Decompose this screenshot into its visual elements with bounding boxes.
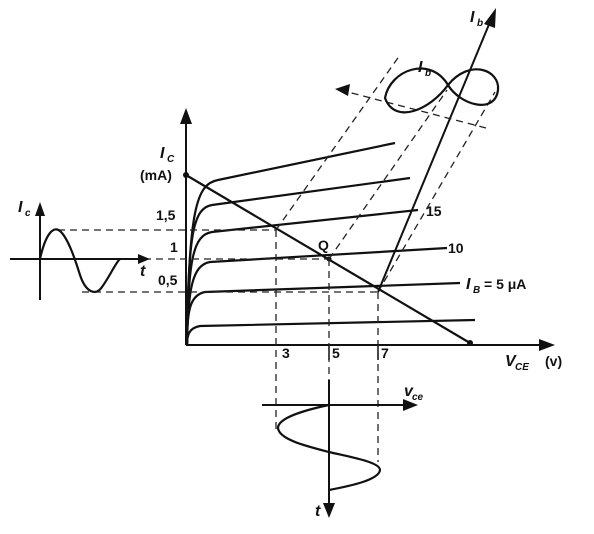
input-axis-arrow [484,8,496,28]
input-axis [377,21,491,293]
ib-waveform-arrow [335,84,350,96]
ic-waveform-vertical-arrow [35,202,45,216]
x-tick-label: 3 [282,345,290,361]
ib-curve [185,141,396,346]
ib-curve [185,246,448,346]
ic-waveform-symbol: I [18,199,23,216]
ib-curve-value: = 5 μA [484,276,526,292]
projection-lines [58,54,496,462]
input-characteristic: I b I b [335,8,500,293]
y-tick-label: 1 [170,239,178,255]
vce-axis-arrow [539,339,555,351]
ic-axis-arrow [180,108,192,124]
main-axes [180,108,555,351]
ib-curve-subscript: B [473,285,480,296]
ib-curve-symbol: I [466,276,471,293]
ib-waveform [383,67,500,114]
input-axis-symbol: I [470,9,475,26]
vce-waveform-symbol: v [404,383,414,400]
load-line-endpoint [183,172,189,178]
y-axis-symbol: I [160,145,165,162]
vce-waveform-time-arrow [323,503,335,518]
load-line-endpoint [467,340,473,346]
x-axis-unit: (v) [545,353,562,369]
vce-waveform-subscript: ce [412,392,424,403]
vce-waveform-group: v ce t [262,380,424,520]
ib-curve-label: 10 [448,240,464,256]
operating-point-label: Q [318,237,329,253]
y-tick-label: 0,5 [158,272,178,288]
vce-waveform-value-arrow [403,399,418,411]
ic-waveform-subscript: c [25,208,31,219]
vce-waveform-time-label: t [315,503,321,520]
x-tick-label: 7 [381,345,389,361]
ic-waveform [38,228,121,293]
ib-waveform-subscript: b [425,68,431,79]
characteristic-curves [185,141,476,346]
y-axis-unit: (mA) [140,167,172,183]
x-axis-subscript: CE [515,362,529,373]
y-axis-subscript: C [167,154,175,165]
ib-curve [185,318,476,346]
vce-waveform [276,403,382,492]
y-tick-label: 1,5 [156,207,176,223]
input-axis-subscript: b [477,18,483,29]
x-axis-symbol: V [505,353,517,370]
ic-waveform-time-label: t [140,263,146,280]
ib-curve-label: 15 [426,203,442,219]
ib-waveform-time-axis [339,89,487,129]
ic-waveform-group: I c t [10,199,150,300]
ib-q-projection [328,89,448,260]
ib-max-projection [275,54,401,231]
x-tick-label: 5 [332,345,340,361]
ib-min-projection [377,91,496,293]
ic-waveform-time-arrow [138,254,150,264]
